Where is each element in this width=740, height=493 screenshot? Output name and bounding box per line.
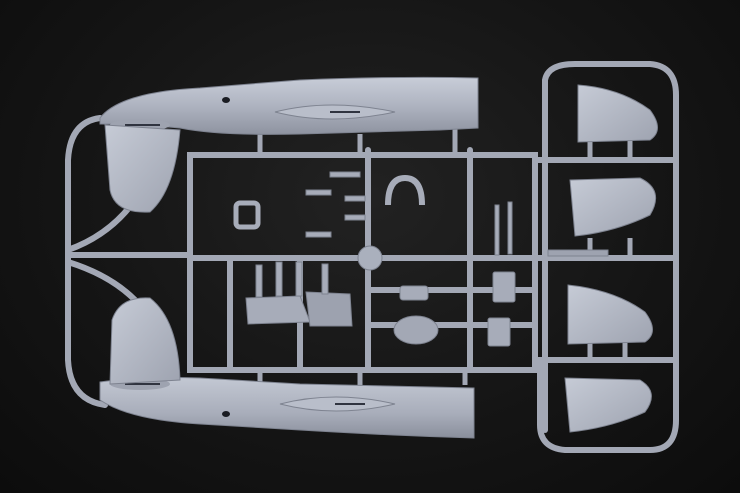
small-parts bbox=[233, 171, 609, 347]
cockpit-floor bbox=[245, 295, 311, 325]
fuselage-half-upper bbox=[99, 76, 479, 213]
control-surfaces bbox=[564, 84, 658, 433]
tailplane-3 bbox=[567, 284, 653, 345]
tailplane-4 bbox=[564, 377, 652, 433]
panel-2 bbox=[492, 271, 516, 303]
cockpit-frame bbox=[233, 200, 261, 230]
horseshoe-part bbox=[385, 174, 425, 206]
frame-left-lower-curve bbox=[65, 259, 138, 303]
seat-part bbox=[393, 315, 439, 345]
panel-3 bbox=[487, 317, 511, 347]
round-part bbox=[357, 245, 383, 271]
cockpit-tub bbox=[305, 291, 353, 327]
frame-inner-rect bbox=[187, 152, 538, 373]
tailplane-1 bbox=[577, 84, 658, 143]
frame-left-loop bbox=[65, 115, 108, 408]
panel-1 bbox=[399, 285, 429, 301]
fuselage-half-lower bbox=[99, 297, 475, 439]
tailplane-2 bbox=[569, 177, 657, 237]
